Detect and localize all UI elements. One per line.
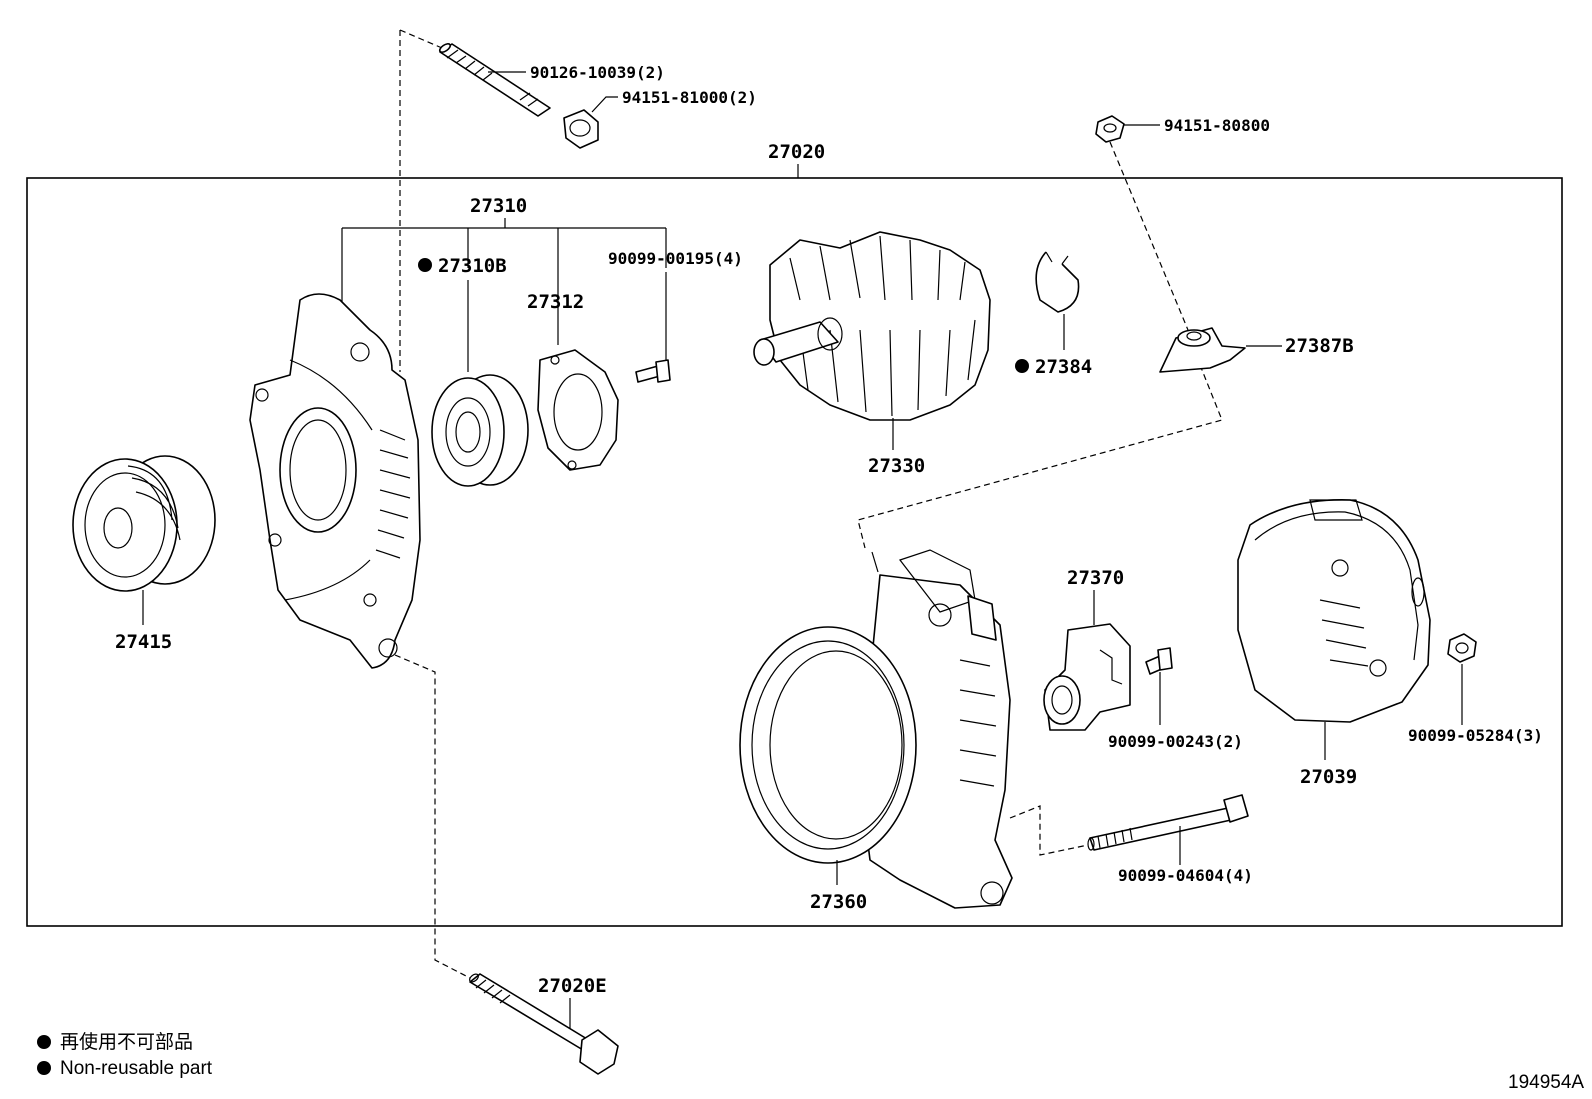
screw-icon [635, 359, 671, 383]
terminal-insulator-icon [1159, 327, 1246, 373]
legend: 再使用不可部品 Non-reusable part [37, 1031, 213, 1079]
rear-frame-icon [739, 549, 1013, 909]
leader-nut-top [591, 96, 618, 113]
label-ring: 27384 [1035, 356, 1092, 378]
label-screw-retainer: 90099-00195(4) [608, 249, 743, 268]
bearing-icon [431, 374, 529, 487]
non-reusable-dot-bearing [418, 258, 432, 272]
legend-text-jp: 再使用不可部品 [60, 1031, 193, 1053]
label-assembly-bolt: 27020E [538, 975, 607, 997]
legend-text-en: Non-reusable part [60, 1058, 213, 1079]
nut-cover-icon [1447, 633, 1477, 663]
label-nut-top: 94151-81000(2) [622, 88, 757, 107]
legend-dot-jp [37, 1035, 51, 1049]
label-rotor: 27330 [868, 455, 925, 477]
bracket-frame [341, 218, 667, 345]
dashed-line-assembly-bolt [394, 654, 471, 979]
label-frame: 27310 [470, 195, 527, 217]
label-pulley: 27415 [115, 631, 172, 653]
drive-end-frame-icon [249, 293, 421, 669]
legend-dot-en [37, 1061, 51, 1075]
label-bolt-top: 90126-10039(2) [530, 63, 665, 82]
ring-clip-icon [1035, 251, 1080, 313]
label-rear-cover: 27039 [1300, 766, 1357, 788]
diagram-id: 194954A [1508, 1072, 1584, 1093]
rear-cover-icon [1237, 499, 1431, 723]
small-nut-icon [1095, 115, 1125, 143]
label-assembly: 27020 [768, 141, 825, 163]
nut-icon [563, 109, 599, 149]
assembly-frame-box [26, 177, 1563, 927]
dashed-line-through-bolt [1009, 805, 1089, 856]
pulley-icon [72, 455, 216, 592]
non-reusable-dot-ring [1015, 359, 1029, 373]
label-nut-right: 94151-80800 [1164, 116, 1270, 135]
bearing-retainer-icon [537, 349, 619, 471]
label-nut-cover: 90099-05284(3) [1408, 726, 1543, 745]
assembly-bolt-icon [469, 973, 619, 1075]
label-through-bolt: 90099-04604(4) [1118, 866, 1253, 885]
label-bearing: 27310B [438, 255, 507, 277]
through-bolt-icon [1087, 794, 1249, 851]
screw-regulator-icon [1145, 647, 1173, 675]
label-regulator: 27370 [1067, 567, 1124, 589]
dashed-line-top-bolt [399, 29, 443, 372]
rotor-icon [753, 231, 991, 421]
label-screw-regulator: 90099-00243(2) [1108, 732, 1243, 751]
label-insulator: 27387B [1285, 335, 1354, 357]
dashed-line-rear [857, 141, 1223, 549]
voltage-regulator-icon [1043, 623, 1131, 731]
stud-bolt-icon [438, 43, 551, 117]
label-retainer: 27312 [527, 291, 584, 313]
label-rear-frame: 27360 [810, 891, 867, 913]
